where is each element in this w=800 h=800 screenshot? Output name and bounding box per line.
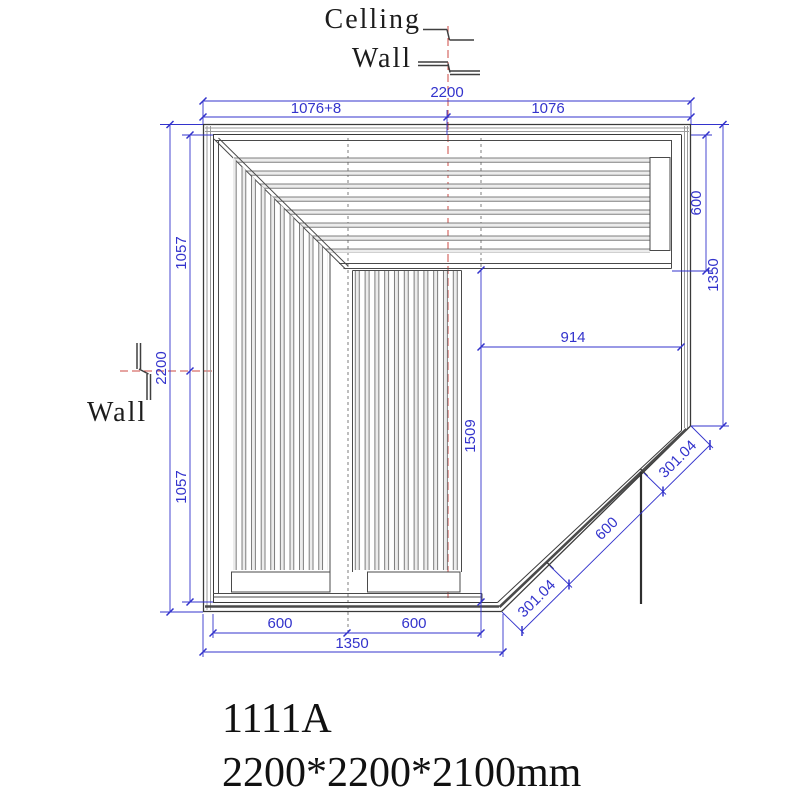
dim-interior-width: 914 (560, 329, 585, 346)
ceiling-label: Celling (325, 4, 421, 35)
wall-break-symbol-top (418, 61, 480, 76)
dim-left: 2200 1057 1057 (153, 120, 213, 617)
ceiling-break-symbol (423, 28, 474, 41)
dim-bottom-bench-right: 600 (401, 615, 426, 632)
wall-break-symbol-left (136, 343, 152, 400)
title-block: 1111A 2200*2200*2100mm (222, 696, 582, 796)
dim-top-left-half: 1076+8 (291, 100, 341, 117)
wall-label-left: Wall (87, 397, 147, 428)
bottom-bench-base (367, 571, 461, 593)
dim-top-total: 2200 (430, 84, 463, 101)
dim-interior-depth: 1509 (462, 419, 479, 452)
room-walls (202, 123, 692, 613)
dim-bottom-total: 1350 (335, 635, 368, 652)
dim-interior: 914 1509 (462, 265, 686, 607)
dim-top-right-half: 1076 (531, 100, 564, 117)
dim-diag-upper-panel: 301.04 (656, 437, 700, 481)
wall-label-top: Wall (352, 43, 412, 74)
dim-left-upper: 1057 (173, 236, 190, 269)
legend-texts: Celling Wall Wall (87, 4, 421, 428)
dim-bottom: 600 600 1350 (198, 600, 508, 657)
dim-right-wall-length: 1350 (705, 258, 722, 291)
floor-platform (213, 593, 483, 603)
dim-bottom-bench-left: 600 (267, 615, 292, 632)
dim-left-lower: 1057 (173, 470, 190, 503)
left-bench-base (231, 571, 331, 593)
dim-left-total: 2200 (153, 351, 170, 384)
overall-size: 2200*2200*2100mm (222, 750, 582, 796)
dim-diagonal: 301.04 600 301.04 (501, 425, 714, 636)
model-number: 1111A (222, 696, 332, 742)
dim-top: 2200 1076+8 1076 (198, 84, 696, 135)
dim-right: 600 1350 (672, 120, 729, 431)
dim-right-bench-depth: 600 (688, 190, 705, 215)
dim-diag-lower-panel: 301.04 (515, 577, 559, 621)
bottom-bench-unit (352, 270, 462, 593)
